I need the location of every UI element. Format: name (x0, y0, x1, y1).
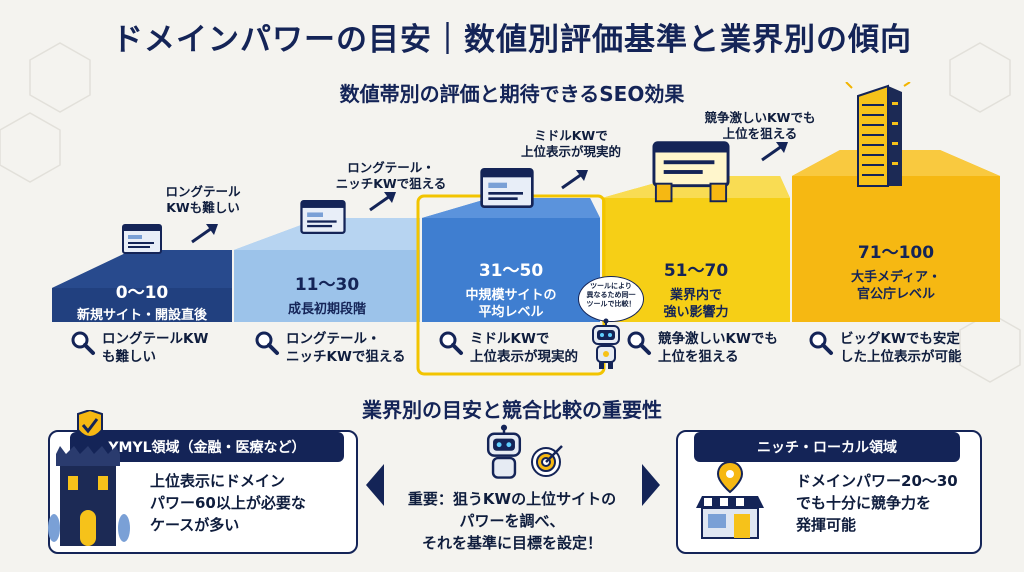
tier-5-label: 71〜100 大手メディア・ 官公庁レベル (792, 238, 1000, 303)
tier-5-desc: 大手メディア・ 官公庁レベル (850, 270, 942, 302)
robot-speech-bubble: ツールにより 異なるため同一 ツールで比較！ (578, 276, 644, 322)
browser-window-icon (652, 141, 730, 203)
niche-card-header: ニッチ・ローカル領域 (694, 432, 960, 462)
tier-2-kw-text: ロングテール・ ニッチKWで狙える (286, 331, 406, 365)
trend-arrow-icon (191, 224, 218, 244)
tier-1-label: 0〜10 新規サイト・開設直後 (52, 278, 232, 324)
tier-2-range: 11〜30 (294, 275, 360, 295)
center-important-note: 重要：狙うKWの上位サイトの パワーを調べ、 それを基準に目標を設定！ (407, 490, 617, 552)
tier-1-kw-text: ロングテールKW も難しい (102, 331, 209, 365)
section2-title: 業界別の目安と競合比較の重要性 (362, 398, 662, 422)
browser-window-icon (300, 200, 346, 234)
search-icon (809, 331, 833, 355)
tier-2-kw: ロングテール・ ニッチKWで狙える (254, 330, 405, 366)
tier-3-desc: 中規模サイトの 平均レベル (465, 288, 557, 320)
tier-4-range: 51〜70 (663, 261, 729, 281)
niche-card-body: ドメインパワー20〜30 でも十分に競争力を 発揮可能 (796, 472, 958, 534)
page-title: ドメインパワーの目安｜数値別評価基準と業界別の傾向 (112, 22, 912, 58)
tier-2-label: 11〜30 成長初期段階 (234, 270, 420, 318)
section-subtitle: 数値帯別の評価と期待できるSEO効果 (339, 82, 685, 106)
tier-3-range: 31〜50 (478, 261, 544, 281)
search-icon (255, 331, 279, 355)
shield-check-icon (77, 410, 103, 438)
tier-4-label: 51〜70 業界内で 強い影響力 (602, 256, 790, 321)
search-icon (627, 331, 651, 355)
tier-2-desc: 成長初期段階 (287, 302, 366, 317)
tier-3-kw: ミドルKWで 上位表示が現実的 (438, 330, 578, 366)
tier-3-note: ミドルKWで 上位表示が現実的 (520, 128, 621, 159)
tier-2-note: ロングテール・ ニッチKWで狙える (335, 160, 447, 191)
tier-5-kw-text: ビッグKWでも安定 した上位表示が可能 (840, 331, 962, 365)
tier-5-kw: ビッグKWでも安定 した上位表示が可能 (808, 330, 962, 366)
ymyl-card-body: 上位表示にドメイン パワー60以上が必要な ケースが多い (150, 472, 306, 534)
tier-3-block (422, 198, 600, 322)
castle-tower-icon (48, 410, 130, 546)
tier-4-desc: 業界内で 強い影響力 (663, 288, 729, 320)
chevron-left-icon (366, 464, 384, 506)
tier-5-range: 71〜100 (857, 243, 935, 263)
tier-4-kw-text: 競争激しいKWでも 上位を狙える (658, 331, 778, 365)
tier-1-desc: 新規サイト・開設直後 (76, 308, 207, 323)
tier-1-range: 0〜10 (115, 283, 169, 303)
trend-arrow-icon (561, 170, 588, 190)
tier-1-note: ロングテール KWも難しい (165, 184, 241, 215)
tier-3-label: 31〜50 中規模サイトの 平均レベル (422, 256, 600, 321)
tier-1-kw: ロングテールKW も難しい (70, 330, 208, 366)
trend-arrow-icon (369, 192, 396, 212)
shop-pin-icon (696, 460, 764, 539)
search-icon (439, 331, 463, 355)
robot-icon (486, 424, 522, 479)
tier-5-block (792, 150, 1000, 322)
search-icon (71, 331, 95, 355)
trend-arrow-icon (761, 142, 788, 162)
skyscraper-icon (845, 82, 911, 187)
tier-4-block (602, 176, 790, 322)
tier-4-kw: 競争激しいKWでも 上位を狙える (626, 330, 778, 366)
browser-window-icon (122, 224, 162, 254)
browser-window-icon (480, 168, 534, 208)
tier-3-kw-text: ミドルKWで 上位表示が現実的 (470, 331, 578, 365)
robot-icon (592, 318, 620, 369)
chevron-right-icon (642, 464, 660, 506)
tier-4-note: 競争激しいKWでも 上位を狙える (704, 110, 816, 141)
target-icon (531, 445, 563, 477)
